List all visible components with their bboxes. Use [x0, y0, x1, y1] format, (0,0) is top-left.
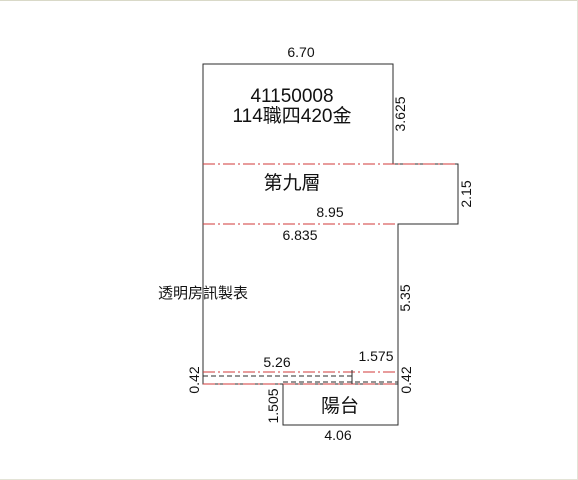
- dim-lower-right-height: 5.35: [397, 284, 413, 311]
- dim-mid-width: 6.835: [282, 227, 317, 243]
- dim-bump-height: 2.15: [458, 180, 474, 207]
- dim-step-width: 1.575: [358, 348, 393, 364]
- dim-left-strip: 0.42: [186, 366, 202, 393]
- lot-id-label: 41150008: [250, 86, 333, 107]
- lot-ref-label: 114職四420金: [233, 105, 352, 127]
- dim-right-strip: 0.42: [398, 366, 414, 393]
- frame-top-border: [0, 0, 578, 1]
- dim-bottom-width: 5.26: [263, 354, 290, 370]
- floor-label: 第九層: [263, 172, 320, 194]
- maker-note: 透明房訊製表: [158, 285, 248, 302]
- dim-upper-right-height: 3.625: [392, 96, 408, 131]
- balcony-label: 陽台: [321, 395, 359, 417]
- dim-balcony-width: 4.06: [324, 427, 351, 443]
- balcony-outline: [282, 384, 399, 426]
- dim-bump-width: 8.95: [316, 204, 343, 220]
- dim-top-width: 6.70: [287, 44, 314, 60]
- dim-balcony-height: 1.505: [265, 388, 281, 423]
